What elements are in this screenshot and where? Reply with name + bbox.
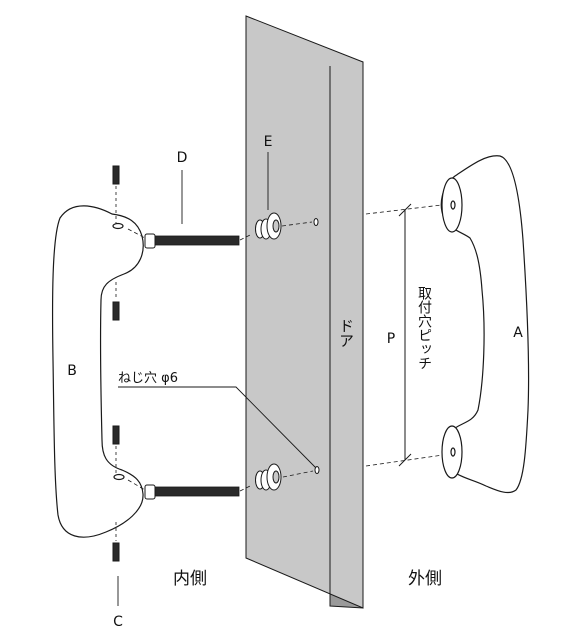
door-face xyxy=(245,15,364,609)
bolt-bottom-shaft xyxy=(154,486,240,497)
label-a: A xyxy=(513,325,523,341)
bolt-top xyxy=(144,233,240,249)
handle-b xyxy=(51,205,144,538)
label-c: C xyxy=(113,614,123,630)
label-mounting-pitch: 取付穴ピッチ xyxy=(416,286,432,370)
label-outside: 外側 xyxy=(408,569,442,589)
handle-b-bottom-hole xyxy=(113,473,125,481)
pitch-tick-bottom xyxy=(398,453,412,467)
set-screw-bottom xyxy=(112,542,120,562)
set-screw-mid-lower xyxy=(112,425,120,445)
handle-b-top-hole xyxy=(112,222,124,230)
label-b: B xyxy=(67,363,77,379)
bolt-bottom-head xyxy=(144,484,156,500)
bolt-top-shaft xyxy=(154,235,240,246)
label-e: E xyxy=(264,134,273,150)
handle-a-body xyxy=(440,155,530,494)
handle-a xyxy=(440,155,530,494)
leader-screw-hole xyxy=(118,386,317,469)
assembly-axes xyxy=(127,203,451,492)
washer-nut-top xyxy=(255,212,282,240)
set-screw-top xyxy=(112,165,120,185)
pitch-dimension xyxy=(398,203,412,467)
handle-a-top-hole xyxy=(450,200,456,210)
handle-b-body xyxy=(51,205,144,538)
washer-nut-bottom xyxy=(255,463,282,491)
door-hole-bottom xyxy=(314,466,320,474)
label-p: P xyxy=(387,331,395,347)
label-inside: 内側 xyxy=(173,569,207,589)
pitch-tick-top xyxy=(398,203,412,217)
bolt-top-head xyxy=(144,233,156,249)
label-door: ドア xyxy=(337,318,355,348)
leader-lines xyxy=(117,152,317,606)
bolt-bottom xyxy=(144,484,240,500)
handle-a-bottom-hole xyxy=(450,447,456,457)
door-hole-top xyxy=(313,218,319,226)
door-panel xyxy=(245,15,364,609)
set-screw-mid-upper xyxy=(112,301,120,321)
set-screws xyxy=(112,165,120,562)
label-screw-hole: ねじ穴 φ6 xyxy=(118,371,178,386)
label-d: D xyxy=(177,150,188,166)
